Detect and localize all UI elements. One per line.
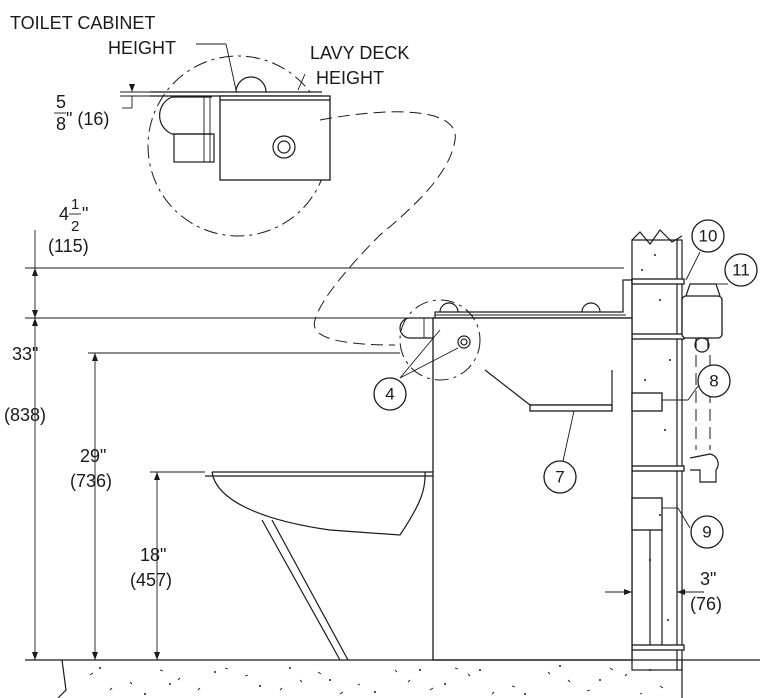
item-balloon-8: 8 <box>662 364 731 401</box>
svg-text:4: 4 <box>385 385 394 404</box>
svg-text:8: 8 <box>56 114 66 134</box>
detail-leader-loop <box>313 111 456 346</box>
wall-offset-mm: (76) <box>690 594 722 614</box>
deck-height-mm: (838) <box>4 405 46 425</box>
svg-text:1: 1 <box>71 196 79 213</box>
svg-text:2: 2 <box>71 218 79 235</box>
detail-view <box>120 43 331 237</box>
cabinet-height-mm: (736) <box>70 471 112 491</box>
wall <box>631 229 683 671</box>
toilet-cabinet-label-2: HEIGHT <box>108 38 176 58</box>
toilet <box>205 471 433 661</box>
svg-text:7: 7 <box>555 468 564 487</box>
dimension-lines <box>25 230 624 660</box>
connection-detail-circle <box>399 299 481 381</box>
offset-dimension-label: 5 8 " (16) <box>54 92 109 134</box>
plumbing <box>681 283 723 483</box>
svg-text:": " <box>82 204 88 224</box>
seat-height-inches: 18" <box>140 545 166 565</box>
item-balloon-11: 11 <box>712 253 758 287</box>
cabinet-height-inches: 29" <box>80 446 106 466</box>
deck-thickness-label: 4 1 2 " (115) <box>48 196 89 256</box>
svg-text:10: 10 <box>699 227 718 246</box>
svg-text:4: 4 <box>59 204 69 224</box>
lavy-deck-label-2: HEIGHT <box>316 68 384 88</box>
svg-text:5: 5 <box>56 92 66 112</box>
toilet-cabinet-label-1: TOILET CABINET <box>10 13 155 33</box>
lavy-deck-label-1: LAVY DECK <box>310 43 409 63</box>
wall-offset-inches: 3" <box>700 569 716 589</box>
cabinet <box>432 279 704 661</box>
svg-text:(115): (115) <box>48 236 89 256</box>
item-balloon-9: 9 <box>662 507 724 549</box>
svg-text:8: 8 <box>709 372 718 391</box>
item-balloon-7: 7 <box>543 410 577 494</box>
seat-height-mm: (457) <box>130 570 172 590</box>
item-balloon-4: 4 <box>373 329 459 411</box>
svg-text:9: 9 <box>702 523 711 542</box>
item-balloon-10: 10 <box>685 219 725 281</box>
svg-text:11: 11 <box>732 261 750 280</box>
deck-height-inches: 33" <box>12 344 38 364</box>
svg-text:" (16): " (16) <box>66 109 109 129</box>
floor <box>25 254 760 698</box>
